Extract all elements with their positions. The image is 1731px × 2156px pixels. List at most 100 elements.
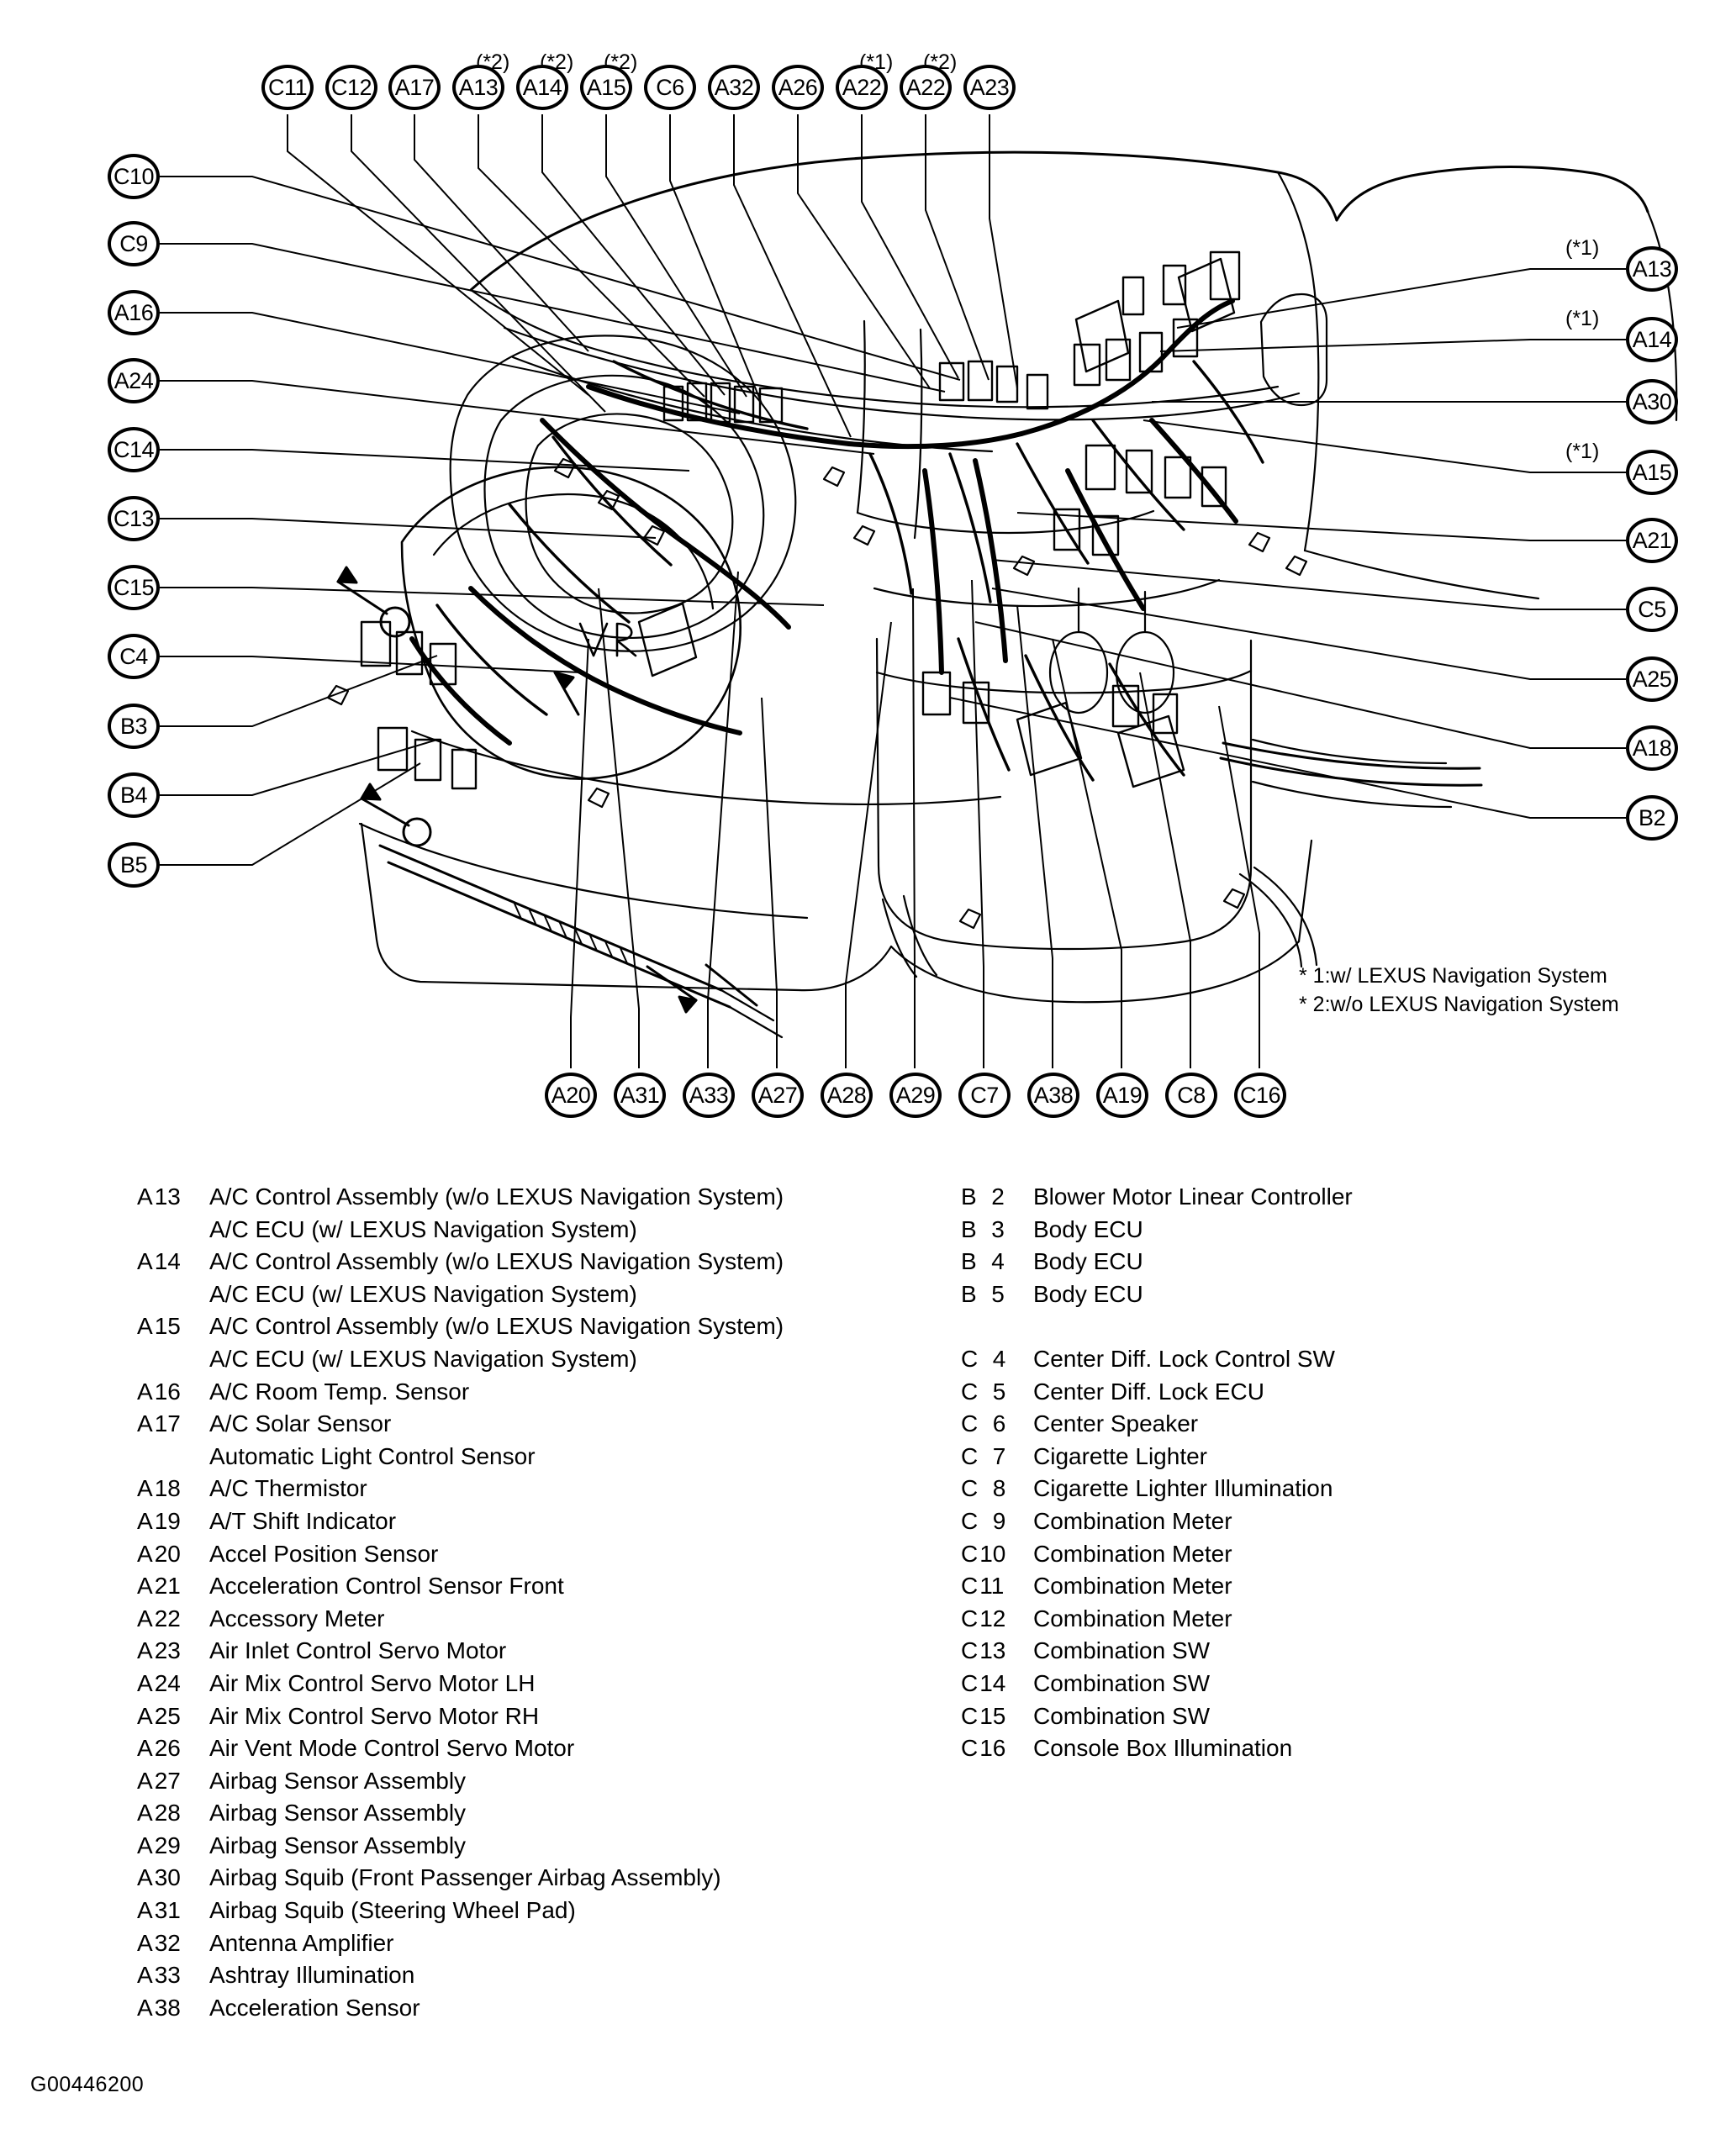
legend-code-letter: A bbox=[137, 1637, 153, 1664]
callout-a23[interactable]: A23 bbox=[963, 65, 1016, 110]
legend-code-number: 16 bbox=[154, 1378, 181, 1405]
legend-code-number: 12 bbox=[979, 1605, 1006, 1631]
legend-code-letter: B bbox=[961, 1248, 977, 1275]
legend-code-letter: C bbox=[961, 1378, 979, 1405]
callout-c13[interactable]: C13 bbox=[108, 496, 160, 541]
callout-b4[interactable]: B4 bbox=[108, 772, 160, 818]
callout-a32[interactable]: A32 bbox=[708, 65, 760, 110]
footnote-line-2: * 2:w/o LEXUS Navigation System bbox=[1299, 992, 1619, 1016]
callout-c8[interactable]: C8 bbox=[1165, 1073, 1217, 1118]
callout-c4[interactable]: C4 bbox=[108, 634, 160, 679]
callout-a20[interactable]: A20 bbox=[545, 1073, 597, 1118]
legend-code-letter: A bbox=[137, 1962, 153, 1989]
legend-code-letter: A bbox=[137, 1573, 153, 1600]
legend-item-description: A/C ECU (w/ LEXUS Navigation System) bbox=[209, 1215, 637, 1242]
callout-a25[interactable]: A25 bbox=[1626, 656, 1678, 702]
legend-item-description: Body ECU bbox=[1033, 1248, 1143, 1275]
callout-c5[interactable]: C5 bbox=[1626, 587, 1678, 632]
legend-item-code: A31 bbox=[137, 1897, 209, 1924]
callout-a33[interactable]: A33 bbox=[683, 1073, 735, 1118]
legend-code-number: 6 bbox=[979, 1410, 1006, 1437]
legend-item-description: Airbag Squib (Steering Wheel Pad) bbox=[209, 1897, 576, 1924]
callout-a15-top[interactable]: A15 bbox=[580, 65, 632, 110]
callout-c12[interactable]: C12 bbox=[325, 65, 377, 110]
callout-a22-nonav[interactable]: A22 bbox=[900, 65, 952, 110]
callout-c11[interactable]: C11 bbox=[261, 65, 314, 110]
callout-c6[interactable]: C6 bbox=[644, 65, 696, 110]
legend-row: A/C ECU (w/ LEXUS Navigation System) bbox=[137, 1216, 894, 1249]
legend-item-description: A/C Thermistor bbox=[209, 1475, 367, 1502]
legend-item-description: Accel Position Sensor bbox=[209, 1540, 439, 1567]
callout-c16[interactable]: C16 bbox=[1234, 1073, 1286, 1118]
legend-item-description: Airbag Sensor Assembly bbox=[209, 1767, 467, 1794]
legend-item-description: A/C Control Assembly (w/o LEXUS Navigati… bbox=[209, 1248, 784, 1275]
callout-a21[interactable]: A21 bbox=[1626, 518, 1678, 563]
callout-b2[interactable]: B2 bbox=[1626, 795, 1678, 841]
callout-a13-right[interactable]: A13 bbox=[1626, 246, 1678, 292]
legend-code-number: 15 bbox=[979, 1702, 1006, 1729]
legend-code-number: 7 bbox=[979, 1442, 1006, 1469]
legend-code-letter: A bbox=[137, 1994, 153, 2021]
legend-item-description: A/C Solar Sensor bbox=[209, 1410, 392, 1437]
callout-a27[interactable]: A27 bbox=[752, 1073, 804, 1118]
legend-code-letter: A bbox=[137, 1832, 153, 1858]
callout-a26[interactable]: A26 bbox=[772, 65, 824, 110]
legend-code-letter: A bbox=[137, 1540, 153, 1567]
callout-a14-right[interactable]: A14 bbox=[1626, 317, 1678, 362]
callout-a24[interactable]: A24 bbox=[108, 358, 160, 403]
callout-a13-top[interactable]: A13 bbox=[452, 65, 504, 110]
legend-code-number: 31 bbox=[154, 1897, 181, 1924]
legend-item-code: A18 bbox=[137, 1475, 209, 1502]
callout-b3[interactable]: B3 bbox=[108, 704, 160, 749]
callout-a14-top[interactable]: A14 bbox=[516, 65, 568, 110]
legend-item-description: Combination Meter bbox=[1033, 1540, 1232, 1567]
legend-row: A/C ECU (w/ LEXUS Navigation System) bbox=[137, 1281, 894, 1314]
legend-code-number: 5 bbox=[978, 1280, 1005, 1307]
callout-c15[interactable]: C15 bbox=[108, 565, 160, 610]
callout-a16[interactable]: A16 bbox=[108, 290, 160, 335]
callout-a19[interactable]: A19 bbox=[1096, 1073, 1148, 1118]
legend-code-letter: A bbox=[137, 1767, 153, 1794]
callout-c10[interactable]: C10 bbox=[108, 154, 160, 199]
legend-item-code: A13 bbox=[137, 1183, 209, 1210]
callout-a15-right[interactable]: A15 bbox=[1626, 450, 1678, 495]
document-id-code: G00446200 bbox=[30, 2073, 145, 2096]
callout-a30[interactable]: A30 bbox=[1626, 379, 1678, 424]
legend-code-number: 23 bbox=[154, 1637, 181, 1664]
callout-note-a15-right: (*1) bbox=[1565, 440, 1600, 463]
callout-a17[interactable]: A17 bbox=[388, 65, 441, 110]
callout-c14[interactable]: C14 bbox=[108, 427, 160, 472]
legend-item-code: A30 bbox=[137, 1864, 209, 1891]
legend-item-description: A/C Control Assembly (w/o LEXUS Navigati… bbox=[209, 1183, 784, 1210]
legend-code-number: 16 bbox=[979, 1735, 1006, 1762]
legend-code-letter: A bbox=[137, 1669, 153, 1696]
callout-a28[interactable]: A28 bbox=[821, 1073, 873, 1118]
legend-code-letter: B bbox=[961, 1183, 977, 1210]
legend-code-number: 5 bbox=[979, 1378, 1006, 1405]
legend-item-code: C 9 bbox=[961, 1508, 1033, 1535]
callout-a31[interactable]: A31 bbox=[614, 1073, 666, 1118]
legend-item-description: Console Box Illumination bbox=[1033, 1735, 1293, 1762]
legend-row bbox=[961, 1313, 1676, 1346]
legend-code-number: 32 bbox=[154, 1929, 181, 1956]
legend-code-letter: A bbox=[137, 1475, 153, 1502]
legend-code-number: 27 bbox=[154, 1767, 181, 1794]
legend-item-code: A27 bbox=[137, 1768, 209, 1795]
callout-a38[interactable]: A38 bbox=[1027, 1073, 1079, 1118]
callout-c7[interactable]: C7 bbox=[958, 1073, 1011, 1118]
callout-a22-nav[interactable]: A22 bbox=[836, 65, 888, 110]
legend-item-description: Acceleration Sensor bbox=[209, 1994, 420, 2021]
legend-code-number: 21 bbox=[154, 1573, 181, 1600]
callout-c9[interactable]: C9 bbox=[108, 221, 160, 266]
legend-code-number: 19 bbox=[154, 1507, 181, 1534]
callout-a29[interactable]: A29 bbox=[889, 1073, 942, 1118]
callout-a18[interactable]: A18 bbox=[1626, 725, 1678, 771]
callout-b5[interactable]: B5 bbox=[108, 842, 160, 888]
